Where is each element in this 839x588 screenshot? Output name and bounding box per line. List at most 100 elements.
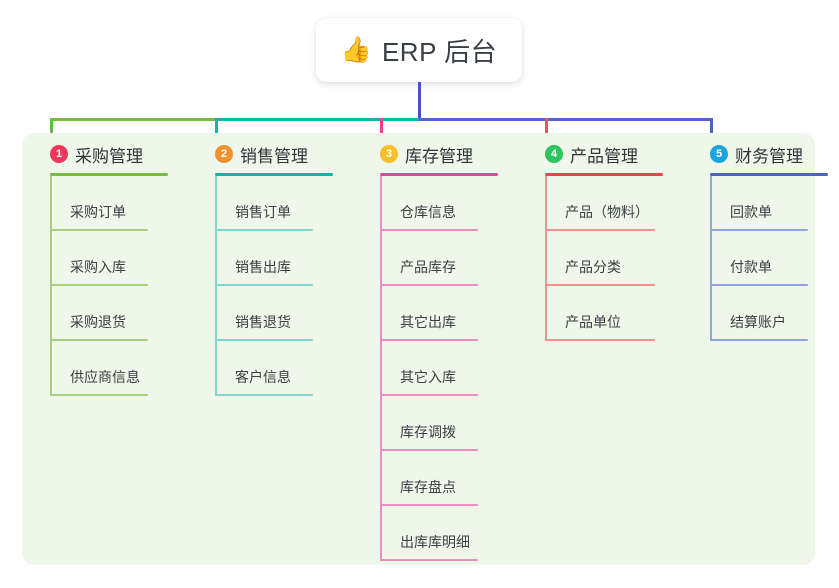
column-1: 1 采购管理采购订单采购入库采购退货供应商信息	[36, 140, 168, 396]
column-branch: 回款单付款单结算账户	[696, 176, 828, 341]
column-item-list: 采购订单采购入库采购退货供应商信息	[36, 176, 168, 396]
column-header-rule	[710, 173, 828, 176]
list-item-label: 产品（物料）	[565, 204, 649, 220]
list-item-rule	[380, 449, 478, 451]
column-number-badge: 4	[545, 145, 563, 163]
column-number-badge: 3	[380, 145, 398, 163]
column-title: 库存管理	[405, 146, 473, 166]
list-item-rule	[50, 229, 148, 231]
column-branch: 销售订单销售出库销售退货客户信息	[201, 176, 333, 396]
list-item[interactable]: 采购退货	[50, 286, 168, 341]
list-item-rule	[380, 284, 478, 286]
connector-bar-segment-3	[419, 118, 713, 121]
column-spine-connector	[380, 176, 382, 561]
list-item-rule	[545, 284, 655, 286]
list-item-label: 库存盘点	[400, 479, 456, 495]
list-item-rule	[545, 339, 655, 341]
list-item-rule	[50, 394, 148, 396]
list-item[interactable]: 销售退货	[215, 286, 333, 341]
column-header-rule	[545, 173, 663, 176]
column-item-list: 产品（物料） 产品分类产品单位	[531, 176, 663, 341]
list-item-rule	[710, 284, 808, 286]
column-number-badge: 5	[710, 145, 728, 163]
list-item-rule	[215, 339, 313, 341]
list-item[interactable]: 产品单位	[545, 286, 663, 341]
column-item-list: 销售订单销售出库销售退货客户信息	[201, 176, 333, 396]
list-item[interactable]: 付款单	[710, 231, 828, 286]
root-node-card[interactable]: 👍 ERP 后台	[316, 18, 522, 82]
list-item[interactable]: 产品分类	[545, 231, 663, 286]
list-item[interactable]: 产品（物料）	[545, 176, 663, 231]
column-header-rule	[50, 173, 168, 176]
list-item[interactable]: 仓库信息	[380, 176, 498, 231]
list-item[interactable]: 回款单	[710, 176, 828, 231]
page-title: ERP 后台	[381, 36, 498, 67]
list-item-label: 其它入库	[400, 369, 456, 385]
list-item-label: 供应商信息	[70, 369, 140, 385]
column-branch: 产品（物料） 产品分类产品单位	[531, 176, 663, 341]
list-item-rule	[50, 339, 148, 341]
list-item[interactable]: 库存调拨	[380, 396, 498, 451]
list-item-label: 客户信息	[235, 369, 291, 385]
connector-bar-segment-2	[215, 118, 422, 121]
list-item-label: 销售出库	[235, 259, 291, 275]
list-item[interactable]: 采购订单	[50, 176, 168, 231]
list-item-label: 采购订单	[70, 204, 126, 220]
list-item[interactable]: 出库库明细	[380, 506, 498, 561]
list-item-rule	[380, 339, 478, 341]
column-title: 产品管理	[570, 146, 638, 166]
list-item-label: 销售退货	[235, 314, 291, 330]
column-item-list: 回款单付款单结算账户	[696, 176, 828, 341]
column-title: 采购管理	[75, 146, 143, 166]
list-item-label: 产品分类	[565, 259, 621, 275]
list-item[interactable]: 库存盘点	[380, 451, 498, 506]
list-item-label: 结算账户	[730, 314, 786, 330]
list-item-label: 销售订单	[235, 204, 291, 220]
list-item[interactable]: 产品库存	[380, 231, 498, 286]
list-item-rule	[545, 229, 655, 231]
column-spine-connector	[50, 176, 52, 396]
column-title: 销售管理	[240, 146, 308, 166]
list-item-label: 仓库信息	[400, 204, 456, 220]
list-item[interactable]: 销售订单	[215, 176, 333, 231]
list-item-label: 库存调拨	[400, 424, 456, 440]
list-item-label: 出库库明细	[400, 534, 470, 550]
list-item[interactable]: 供应商信息	[50, 341, 168, 396]
list-item-label: 付款单	[730, 259, 772, 275]
column-header-4[interactable]: 4 产品管理	[531, 140, 663, 168]
column-header-3[interactable]: 3 库存管理	[366, 140, 498, 168]
content-panel	[22, 133, 815, 565]
column-header-1[interactable]: 1 采购管理	[36, 140, 168, 168]
list-item-label: 其它出库	[400, 314, 456, 330]
list-item[interactable]: 客户信息	[215, 341, 333, 396]
column-3: 3 库存管理仓库信息产品库存其它出库其它入库库存调拨库存盘点出库库明细	[366, 140, 498, 561]
root-trunk-connector	[418, 82, 421, 121]
list-item-rule	[50, 284, 148, 286]
list-item-rule	[380, 229, 478, 231]
column-spine-connector	[545, 176, 547, 341]
list-item[interactable]: 结算账户	[710, 286, 828, 341]
list-item[interactable]: 其它出库	[380, 286, 498, 341]
list-item-rule	[215, 284, 313, 286]
column-number-badge: 1	[50, 145, 68, 163]
list-item-rule	[710, 339, 808, 341]
list-item-rule	[215, 229, 313, 231]
list-item[interactable]: 采购入库	[50, 231, 168, 286]
column-branch: 采购订单采购入库采购退货供应商信息	[36, 176, 168, 396]
thumbs-up-icon: 👍	[340, 35, 372, 64]
list-item[interactable]: 销售出库	[215, 231, 333, 286]
list-item[interactable]: 其它入库	[380, 341, 498, 396]
connector-bar-segment-1	[50, 118, 218, 121]
list-item-label: 产品库存	[400, 259, 456, 275]
column-item-list: 仓库信息产品库存其它出库其它入库库存调拨库存盘点出库库明细	[366, 176, 498, 561]
list-item-label: 采购入库	[70, 259, 126, 275]
column-4: 4 产品管理产品（物料） 产品分类产品单位	[531, 140, 663, 341]
column-branch: 仓库信息产品库存其它出库其它入库库存调拨库存盘点出库库明细	[366, 176, 498, 561]
list-item-rule	[380, 559, 478, 561]
list-item-rule	[215, 394, 313, 396]
